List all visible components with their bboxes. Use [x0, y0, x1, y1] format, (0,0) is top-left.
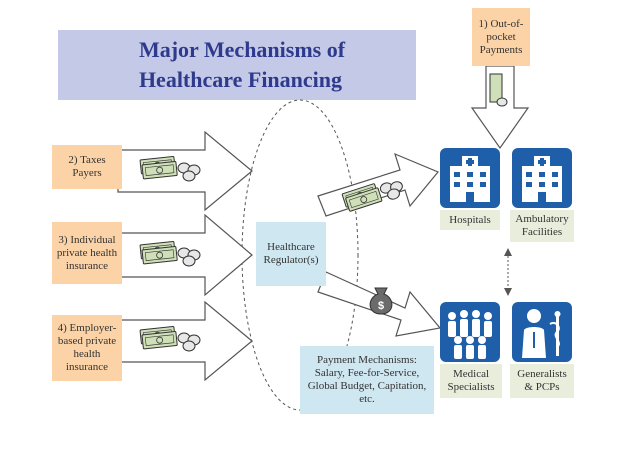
medical-specialists-label-box: Medical Specialists: [440, 364, 502, 398]
payment-mechanisms-label: Payment Mechanisms: Salary, Fee-for-Serv…: [307, 354, 427, 405]
arrowhead-up-icon: [504, 248, 512, 256]
money-bag-icon: $: [369, 287, 393, 315]
generalists-label-box: Generalists & PCPs: [510, 364, 574, 398]
taxes-label: 2) Taxes Payers: [68, 154, 106, 179]
source-out-of-pocket: 1) Out-of-pocket Payments: [472, 8, 530, 66]
money-icon: [489, 73, 508, 107]
generalists-label: Generalists & PCPs: [517, 368, 567, 393]
hospital-icon: [440, 148, 500, 208]
payment-to-hospitals-arrow: [317, 152, 439, 217]
regulator-label: Healthcare Regulator(s): [263, 241, 319, 266]
ambulatory-label: Ambulatory Facilities: [515, 213, 569, 238]
employer-insurance-label: 4) Employer-based private health insuran…: [57, 322, 117, 373]
payment-mechanisms-box: Payment Mechanisms: Salary, Fee-for-Serv…: [300, 346, 434, 414]
regulator-box: Healthcare Regulator(s): [256, 222, 326, 286]
hospitals-label: Hospitals: [449, 213, 491, 226]
source-employer-insurance: 4) Employer-based private health insuran…: [52, 315, 122, 381]
medical-specialists-label: Medical Specialists: [447, 368, 495, 393]
page-title: Major Mechanisms of Healthcare Financing: [138, 37, 346, 92]
title-box: Major Mechanisms of Healthcare Financing: [58, 30, 416, 100]
doctor-icon: [512, 302, 572, 362]
out-of-pocket-arrow: [470, 65, 530, 150]
ambulatory-label-box: Ambulatory Facilities: [510, 210, 574, 242]
hospital-icon: [512, 148, 572, 208]
out-of-pocket-label: 1) Out-of-pocket Payments: [478, 17, 524, 56]
individual-insurance-label: 3) Individual private health insurance: [56, 233, 118, 272]
source-individual-insurance: 3) Individual private health insurance: [52, 222, 122, 284]
source-taxes: 2) Taxes Payers: [52, 145, 122, 189]
arrowhead-down-icon: [504, 288, 512, 296]
svg-text:$: $: [378, 300, 384, 312]
hospitals-label-box: Hospitals: [440, 210, 500, 230]
people-icon: [440, 302, 500, 362]
